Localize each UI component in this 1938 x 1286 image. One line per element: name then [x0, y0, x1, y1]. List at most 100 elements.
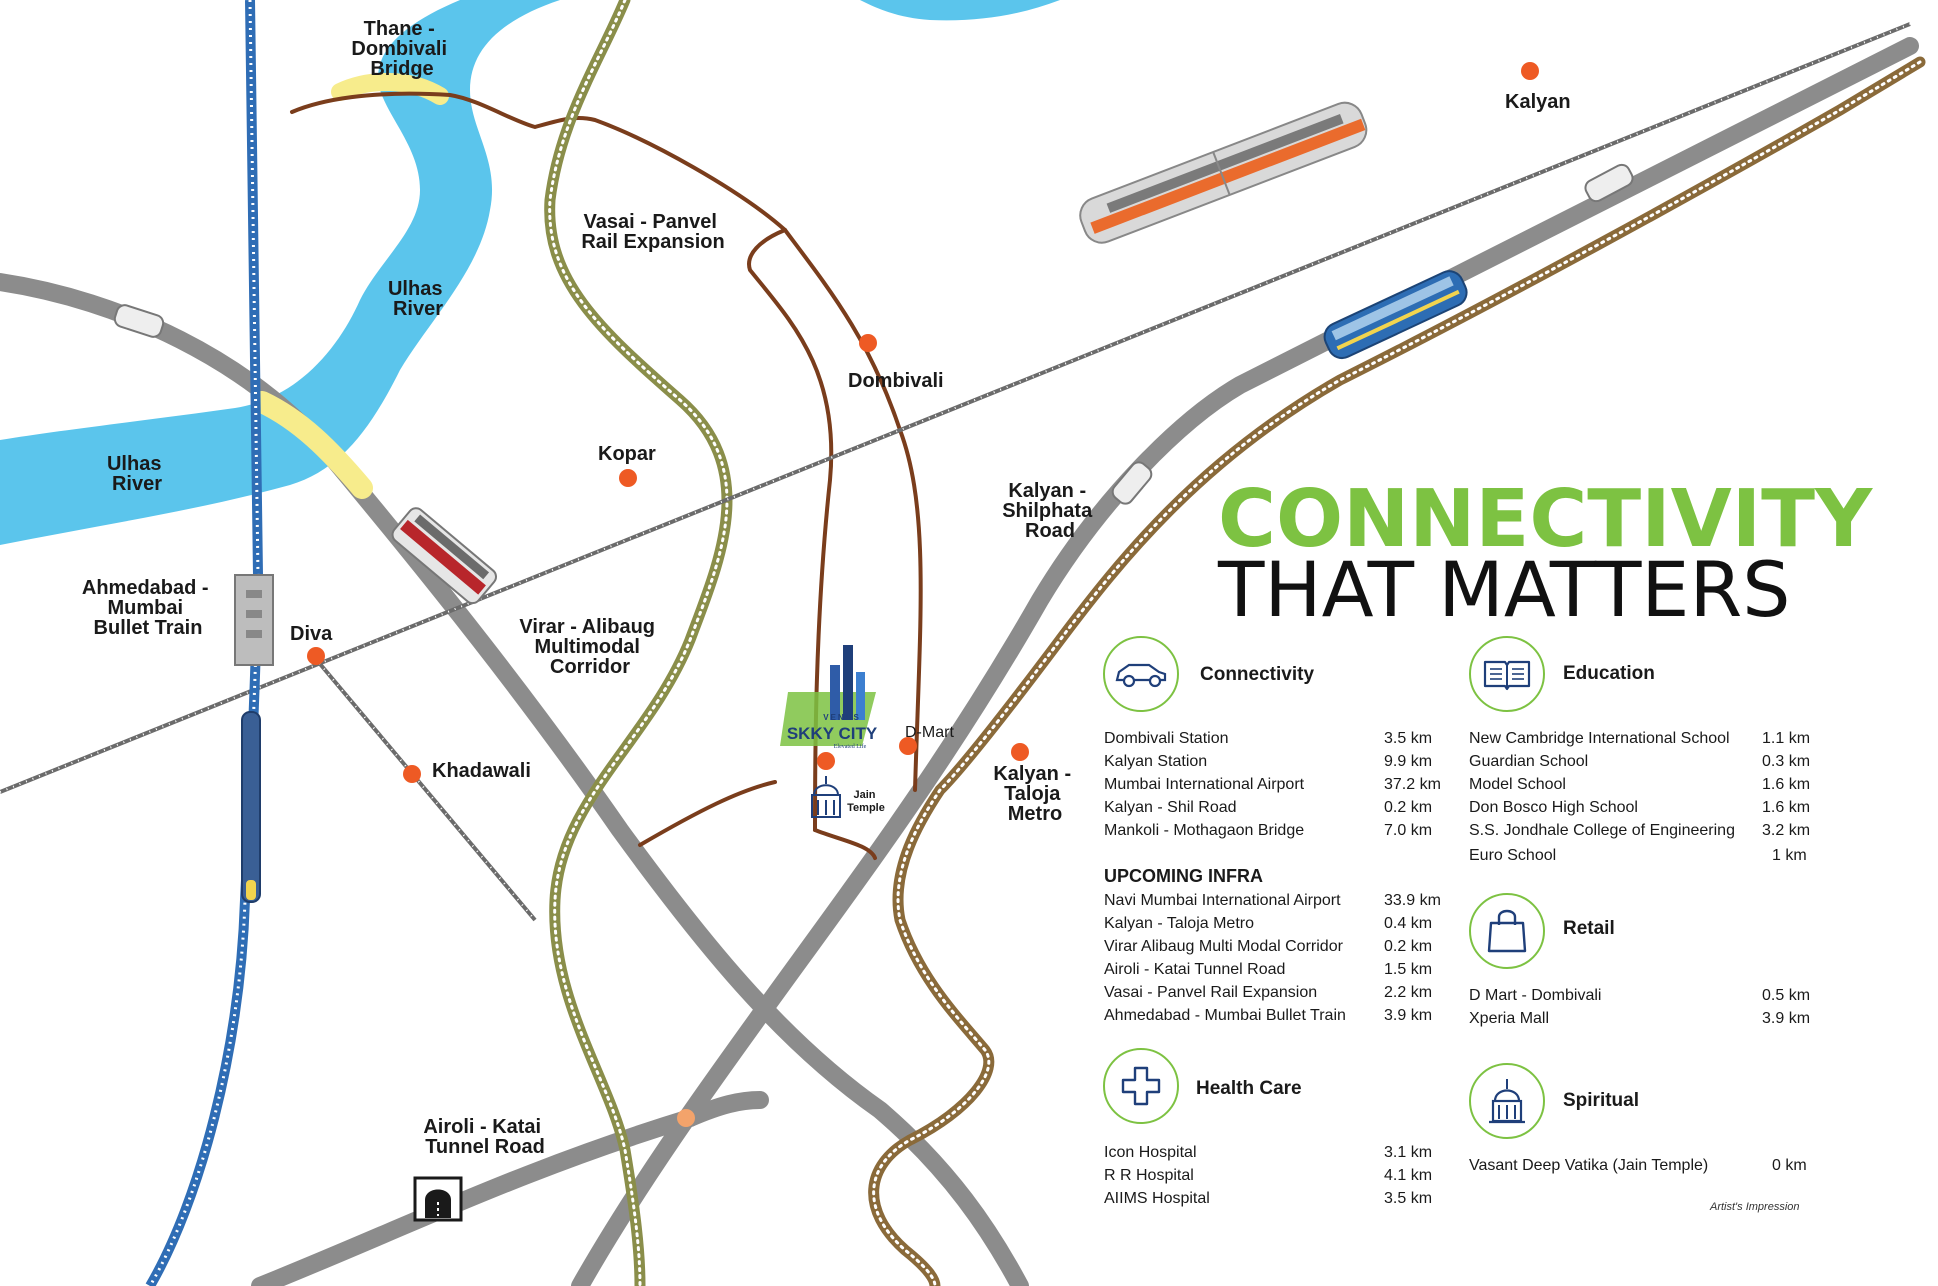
list-item: Kalyan - Taloja Metro 0.4 km — [1104, 915, 1432, 933]
list-item: AIIMS Hospital 3.5 km — [1104, 1190, 1432, 1208]
medical-cross-icon — [1121, 1066, 1161, 1106]
label-ulhas-river-top: Ulhas River — [388, 278, 448, 320]
item-name: S.S. Jondhale College of Engineering — [1469, 822, 1735, 839]
artists-impression-note: Artist's Impression — [1710, 1201, 1800, 1213]
item-distance: 0.5 km — [1762, 987, 1811, 1004]
label-jain-temple: Jain Temple — [847, 789, 885, 814]
item-distance: 37.2 km — [1384, 776, 1441, 793]
car-icon — [1115, 663, 1167, 688]
station-dots — [307, 62, 1539, 1127]
item-distance: 0.3 km — [1762, 753, 1811, 770]
item-name: Mankoli - Mothagaon Bridge — [1104, 822, 1305, 839]
logo-tagline: Elevated Life — [834, 743, 867, 750]
khadawali-dot — [403, 765, 421, 783]
item-distance: 3.2 km — [1762, 822, 1811, 839]
item-name: Model School — [1469, 776, 1566, 793]
label-kalyan: Kalyan — [1505, 91, 1571, 113]
kalyan-taloja-dot — [1011, 743, 1029, 761]
item-distance: 3.9 km — [1762, 1010, 1811, 1027]
label-dombivali: Dombivali — [848, 370, 944, 392]
list-item: Navi Mumbai International Airport 33.9 km — [1104, 892, 1441, 910]
item-distance: 0 km — [1772, 1157, 1807, 1174]
list-item: New Cambridge International School 1.1 km — [1469, 730, 1810, 748]
list-item: Ahmedabad - Mumbai Bullet Train 3.9 km — [1104, 1007, 1432, 1025]
item-distance: 1.1 km — [1762, 730, 1811, 747]
bullet-train — [241, 711, 261, 903]
item-distance: 0.4 km — [1384, 915, 1433, 932]
item-distance: 9.9 km — [1384, 753, 1433, 770]
item-name: Dombivali Station — [1104, 730, 1229, 747]
dmart-dot — [899, 737, 917, 755]
metro-train — [1323, 270, 1468, 360]
item-name: New Cambridge International School — [1469, 730, 1730, 747]
spiritual-icon-circle — [1469, 1063, 1545, 1139]
item-name: Virar Alibaug Multi Modal Corridor — [1104, 938, 1343, 955]
bullet-train-station — [234, 574, 274, 666]
list-item: R R Hospital 4.1 km — [1104, 1167, 1432, 1185]
project-logo: VENUS SKKY CITY Elevated Life — [780, 645, 878, 750]
list-item: Guardian School 0.3 km — [1469, 753, 1810, 771]
item-distance: 0.2 km — [1384, 938, 1433, 955]
label-thane-dombivali-bridge: Thane - Dombivali Bridge — [351, 18, 452, 80]
kopar-dot — [619, 469, 637, 487]
label-ulhas-river-left: Ulhas River — [107, 453, 167, 495]
item-distance: 33.9 km — [1384, 892, 1441, 909]
label-dmart: D-Mart — [905, 724, 954, 741]
label-vasai-panvel: Vasai - Panvel Rail Expansion — [581, 211, 724, 253]
item-distance: 3.5 km — [1384, 1190, 1433, 1207]
item-distance: 4.1 km — [1384, 1167, 1433, 1184]
label-kalyan-taloja: Kalyan - Taloja Metro — [993, 763, 1076, 825]
education-title: Education — [1563, 663, 1655, 684]
logo-brand-small: VENUS — [823, 713, 861, 722]
item-name: AIIMS Hospital — [1104, 1190, 1210, 1207]
item-name: Euro School — [1469, 847, 1557, 864]
temple-icon — [1489, 1079, 1525, 1124]
item-name: Kalyan - Taloja Metro — [1104, 915, 1254, 932]
health-care-icon-circle — [1103, 1048, 1179, 1124]
commuter-train — [1079, 101, 1368, 244]
label-khadawali: Khadawali — [432, 760, 531, 782]
item-distance: 1.6 km — [1762, 799, 1811, 816]
retail-icon-circle — [1469, 893, 1545, 969]
list-item: Virar Alibaug Multi Modal Corridor 0.2 km — [1104, 938, 1432, 956]
education-icon-circle — [1469, 636, 1545, 712]
label-diva: Diva — [290, 623, 333, 645]
highway-bridge — [251, 391, 373, 499]
list-item: Xperia Mall 3.9 km — [1469, 1010, 1810, 1028]
item-distance: 1.5 km — [1384, 961, 1433, 978]
thane-dombivali-bridge — [331, 72, 449, 105]
connectivity-icon-circle — [1103, 636, 1179, 712]
project-dot — [817, 752, 835, 770]
bullet-train-line — [145, 0, 274, 1286]
label-airoli-katai: Airoli - Katai Tunnel Road — [423, 1116, 546, 1158]
item-distance: 7.0 km — [1384, 822, 1433, 839]
item-name: R R Hospital — [1104, 1167, 1194, 1184]
dombivali-dot — [859, 334, 877, 352]
item-name: Guardian School — [1469, 753, 1589, 770]
list-item: Vasant Deep Vatika (Jain Temple) 0 km — [1469, 1157, 1807, 1175]
tunnel-icon — [413, 1176, 463, 1222]
item-distance: 3.9 km — [1384, 1007, 1433, 1024]
item-name: Navi Mumbai International Airport — [1104, 892, 1341, 909]
bus — [391, 507, 497, 605]
label-ahmedabad-bullet: Ahmedabad - Mumbai Bullet Train — [82, 577, 214, 639]
diva-dot — [307, 647, 325, 665]
jain-temple-icon — [811, 776, 841, 818]
logo-brand-name: SKKY CITY — [787, 724, 878, 743]
ulhas-river — [0, 0, 1060, 545]
item-name: Xperia Mall — [1469, 1010, 1550, 1027]
item-name: Vasant Deep Vatika (Jain Temple) — [1469, 1157, 1709, 1174]
item-name: Ahmedabad - Mumbai Bullet Train — [1104, 1007, 1346, 1024]
item-name: Kalyan - Shil Road — [1104, 799, 1237, 816]
